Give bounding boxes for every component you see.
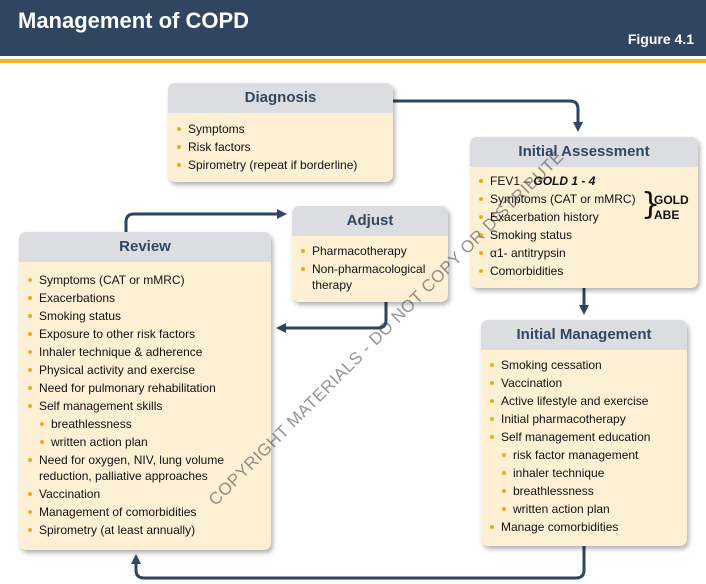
sub-list-item: breathlessness (481, 482, 687, 500)
gold-abe-label: GOLD ABE (654, 193, 689, 223)
arrow-management-to-review (131, 546, 586, 580)
arrow-review-to-adjust (124, 209, 287, 232)
review-title: Review (19, 232, 271, 262)
review-list: Symptoms (CAT or mMRC) Exacerbations Smo… (19, 262, 271, 539)
initial-management-list: Smoking cessation Vaccination Active lif… (481, 350, 687, 536)
list-item: Initial pharmacotherapy (481, 410, 687, 428)
figure-label: Figure 4.1 (627, 31, 694, 47)
list-item: Need for pulmonary rehabilitation (19, 379, 271, 397)
list-item: Risk factors (168, 138, 393, 156)
arrow-adjust-to-review (276, 302, 388, 333)
list-item: Smoking cessation (481, 356, 687, 374)
list-item: Smoking status (470, 226, 698, 244)
list-item: Active lifestyle and exercise (481, 392, 687, 410)
initial-assessment-list: FEV1 – GOLD 1 - 4 Symptoms (CAT or mMRC)… (470, 167, 698, 280)
list-item: Exacerbations (19, 289, 271, 307)
fev1-prefix: FEV1 – (490, 174, 534, 188)
adjust-list: Pharmacotherapy Non-pharmacological ther… (292, 236, 448, 294)
list-item: α1- antitrypsin (470, 244, 698, 262)
list-item: Comorbidities (470, 262, 698, 280)
list-item: Pharmacotherapy (292, 242, 448, 260)
list-item: Self management skills (19, 397, 271, 415)
list-item: Spirometry (repeat if borderline) (168, 156, 393, 174)
header-bar: Management of COPD Figure 4.1 (0, 0, 706, 56)
arrow-diagnosis-to-assessment (393, 99, 583, 132)
sub-list-item: breathlessness (19, 415, 271, 433)
list-item: Manage comorbidities (481, 518, 687, 536)
sub-list-item: inhaler technique (481, 464, 687, 482)
initial-assessment-title: Initial Assessment (470, 137, 698, 167)
list-item: Self management education (481, 428, 687, 446)
diagnosis-title: Diagnosis (168, 83, 393, 113)
list-item: Vaccination (481, 374, 687, 392)
list-item: Vaccination (19, 485, 271, 503)
list-item: Management of comorbidities (19, 503, 271, 521)
adjust-title: Adjust (292, 206, 448, 236)
initial-assessment-box: Initial Assessment FEV1 – GOLD 1 - 4 Sym… (470, 137, 698, 288)
sub-list-item: risk factor management (481, 446, 687, 464)
list-item: Smoking status (19, 307, 271, 325)
page-title: Management of COPD (18, 8, 250, 33)
list-item: Symptoms (CAT or mMRC) (19, 271, 271, 289)
list-item: Need for oxygen, NIV, lung volume reduct… (19, 451, 271, 485)
list-item: Exposure to other risk factors (19, 325, 271, 343)
gold-label-line1: GOLD (654, 193, 689, 207)
list-item: Symptoms (168, 120, 393, 138)
review-box: Review Symptoms (CAT or mMRC) Exacerbati… (19, 232, 271, 550)
list-item: Spirometry (at least annually) (19, 521, 271, 539)
diagnosis-list: Symptoms Risk factors Spirometry (repeat… (168, 113, 393, 174)
sub-list-item: written action plan (481, 500, 687, 518)
list-item: Non-pharmacological therapy (292, 260, 448, 294)
accent-rule (0, 59, 706, 63)
initial-management-title: Initial Management (481, 320, 687, 350)
list-item: Symptoms (CAT or mMRC) (470, 190, 698, 208)
diagnosis-box: Diagnosis Symptoms Risk factors Spiromet… (168, 83, 393, 182)
brace-symbol: } (641, 187, 661, 222)
list-item: Exacerbation history (470, 208, 698, 226)
sub-list-item: written action plan (19, 433, 271, 451)
initial-management-box: Initial Management Smoking cessation Vac… (481, 320, 687, 546)
fev1-gold: GOLD 1 - 4 (533, 174, 596, 188)
list-item-fev1: FEV1 – GOLD 1 - 4 (470, 172, 698, 190)
list-item: Physical activity and exercise (19, 361, 271, 379)
adjust-box: Adjust Pharmacotherapy Non-pharmacologic… (292, 206, 448, 302)
gold-label-line2: ABE (654, 208, 680, 222)
list-item: Inhaler technique & adherence (19, 343, 271, 361)
